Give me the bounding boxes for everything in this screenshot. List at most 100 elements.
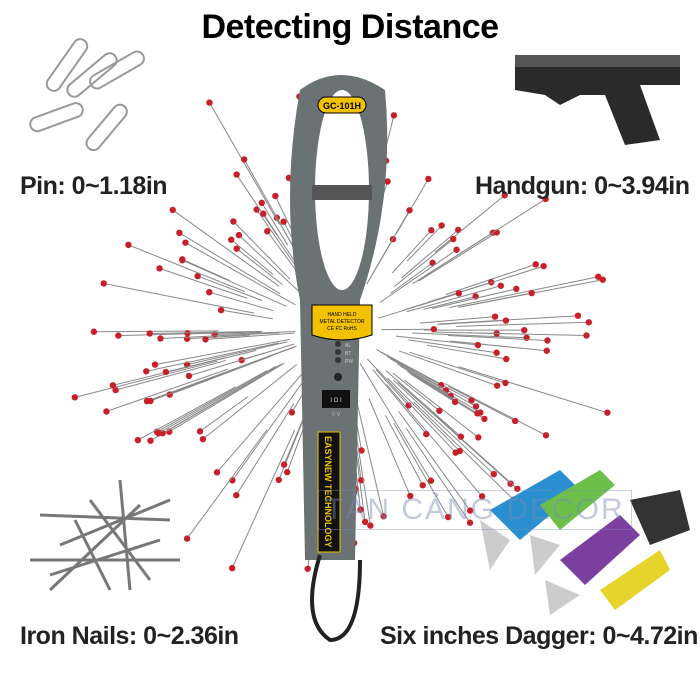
pin-shaft <box>368 398 411 497</box>
pin-shaft <box>106 368 229 412</box>
pin-shaft <box>424 198 546 277</box>
pin-head <box>407 492 414 500</box>
pin-head <box>583 332 590 339</box>
model-label: GC-101H <box>323 101 361 111</box>
pin-shaft <box>398 350 498 387</box>
pin-head <box>143 368 150 375</box>
pin-head <box>503 355 510 363</box>
pin-head <box>280 218 287 225</box>
pin-shaft <box>230 239 274 275</box>
pin-head <box>367 522 374 529</box>
pin-shaft <box>434 194 506 253</box>
pin-shaft <box>214 331 296 335</box>
pin-head <box>425 175 432 183</box>
pin-head <box>542 432 550 439</box>
pin-head <box>103 408 110 415</box>
pin-shaft <box>412 332 527 339</box>
pin-head <box>514 485 521 492</box>
pin-head <box>390 112 398 119</box>
pin-head <box>532 261 539 268</box>
pin-head <box>260 210 267 217</box>
pin-shaft <box>188 352 265 377</box>
pin-head <box>228 564 236 572</box>
pin-head <box>179 256 186 263</box>
pin-head <box>585 319 593 326</box>
pin-head <box>240 156 248 163</box>
led-al-icon <box>335 341 341 347</box>
pin-head <box>258 199 265 207</box>
handgun-distance-label: Handgun: 0~3.94in <box>475 172 690 200</box>
pin-shaft <box>172 209 280 287</box>
pin-shaft <box>450 340 547 352</box>
pin-head <box>436 407 443 414</box>
pin-shaft <box>423 295 476 310</box>
pin-shaft <box>413 401 515 501</box>
pin-head <box>474 410 481 417</box>
pin-shaft <box>447 334 548 341</box>
pin-head <box>176 229 183 237</box>
pin-shaft <box>412 373 478 414</box>
pin-head <box>288 409 296 416</box>
pin-head <box>194 272 201 280</box>
pin-head <box>213 469 221 476</box>
pin-head <box>491 313 499 320</box>
pin-head <box>235 231 243 239</box>
pin-head <box>497 282 505 289</box>
pin-head <box>157 335 164 342</box>
pin-head <box>574 312 582 319</box>
pin-shaft <box>385 370 462 438</box>
pin-shaft <box>182 259 287 307</box>
pin-shaft <box>169 362 285 433</box>
power-switch[interactable] <box>322 390 350 408</box>
pin-shaft <box>386 384 483 497</box>
pin-shaft <box>154 338 290 366</box>
pin-shaft <box>202 364 297 440</box>
pin-head <box>453 246 460 253</box>
pin-distance-label: Pin: 0~1.18in <box>20 172 168 200</box>
pin-shaft <box>103 282 255 314</box>
pin-shaft <box>418 231 498 282</box>
handgun-image <box>515 55 680 145</box>
pin-shaft <box>128 244 245 293</box>
pin-head <box>185 372 193 380</box>
pin-shaft <box>387 377 461 452</box>
pin-shaft <box>137 386 236 441</box>
pin-shaft <box>150 345 297 402</box>
dagger-distance-label: Six inches Dagger: 0~4.72in <box>380 622 698 650</box>
badge-line2: METAL DETECTOR <box>320 319 365 325</box>
pin-shaft <box>379 249 457 303</box>
pin-head <box>429 259 436 267</box>
pin-shaft <box>406 285 501 313</box>
pin-head <box>455 290 462 297</box>
pin-head <box>112 386 119 394</box>
pin-shaft <box>457 292 532 308</box>
pin-shaft <box>419 316 496 324</box>
pin-head <box>280 461 288 468</box>
pin-head <box>456 447 463 455</box>
pin-head <box>183 535 191 542</box>
pin-shaft <box>233 221 291 280</box>
pin-shaft <box>209 291 274 312</box>
pin-shaft <box>410 373 456 403</box>
pin-shaft <box>160 332 280 339</box>
pin-shaft <box>385 415 424 486</box>
pin-head <box>502 379 509 387</box>
pin-shaft <box>231 377 307 481</box>
pin-head <box>507 480 514 487</box>
pin-head <box>361 518 369 526</box>
pin-head <box>428 227 435 234</box>
nails-distance-label: Iron Nails: 0~2.36in <box>20 622 239 650</box>
pin-shaft <box>283 414 306 465</box>
pin-head <box>169 206 176 214</box>
pin-shaft <box>355 399 385 517</box>
pin-head <box>147 397 154 405</box>
pin-head <box>134 436 142 444</box>
pin-shaft <box>158 365 277 434</box>
pin-shaft <box>197 275 263 301</box>
pin-head <box>423 430 430 438</box>
pin-head <box>444 513 452 521</box>
pin-shaft <box>185 242 296 306</box>
pin-shaft <box>393 238 454 287</box>
pin-head <box>146 330 153 337</box>
